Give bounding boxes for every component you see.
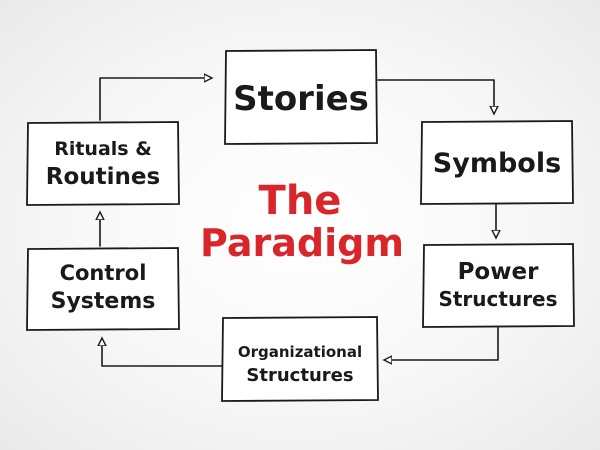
node-power-line-2: Structures — [438, 287, 557, 311]
node-power-structures: Power Structures — [422, 243, 575, 328]
node-control-systems: Control Systems — [26, 247, 180, 331]
node-stories: Stories — [224, 49, 378, 145]
node-org-line-2: Structures — [246, 365, 353, 386]
connector-power-to-org — [386, 327, 499, 360]
center-title-line-1: The — [259, 178, 342, 224]
node-rituals-line-2: Routines — [46, 164, 160, 190]
node-org-line-1: Organizational — [238, 343, 362, 361]
node-rituals-routines: Rituals & Routines — [26, 121, 180, 206]
connector-rituals-to-stories — [99, 78, 210, 121]
node-stories-line-1: Stories — [233, 79, 369, 119]
center-title-line-2: Paradigm — [200, 221, 404, 265]
connector-org-to-control — [102, 340, 223, 367]
center-title: The Paradigm — [200, 178, 404, 265]
node-control-line-2: Systems — [51, 289, 156, 314]
node-rituals-line-1: Rituals & — [54, 138, 152, 160]
node-power-line-1: Power — [458, 259, 540, 285]
node-organizational-structures: Organizational Structures — [221, 316, 379, 402]
connector-stories-to-symbols — [377, 79, 494, 112]
node-symbols: Symbols — [420, 120, 574, 205]
node-control-line-1: Control — [60, 261, 147, 285]
node-symbols-line-1: Symbols — [433, 148, 561, 179]
